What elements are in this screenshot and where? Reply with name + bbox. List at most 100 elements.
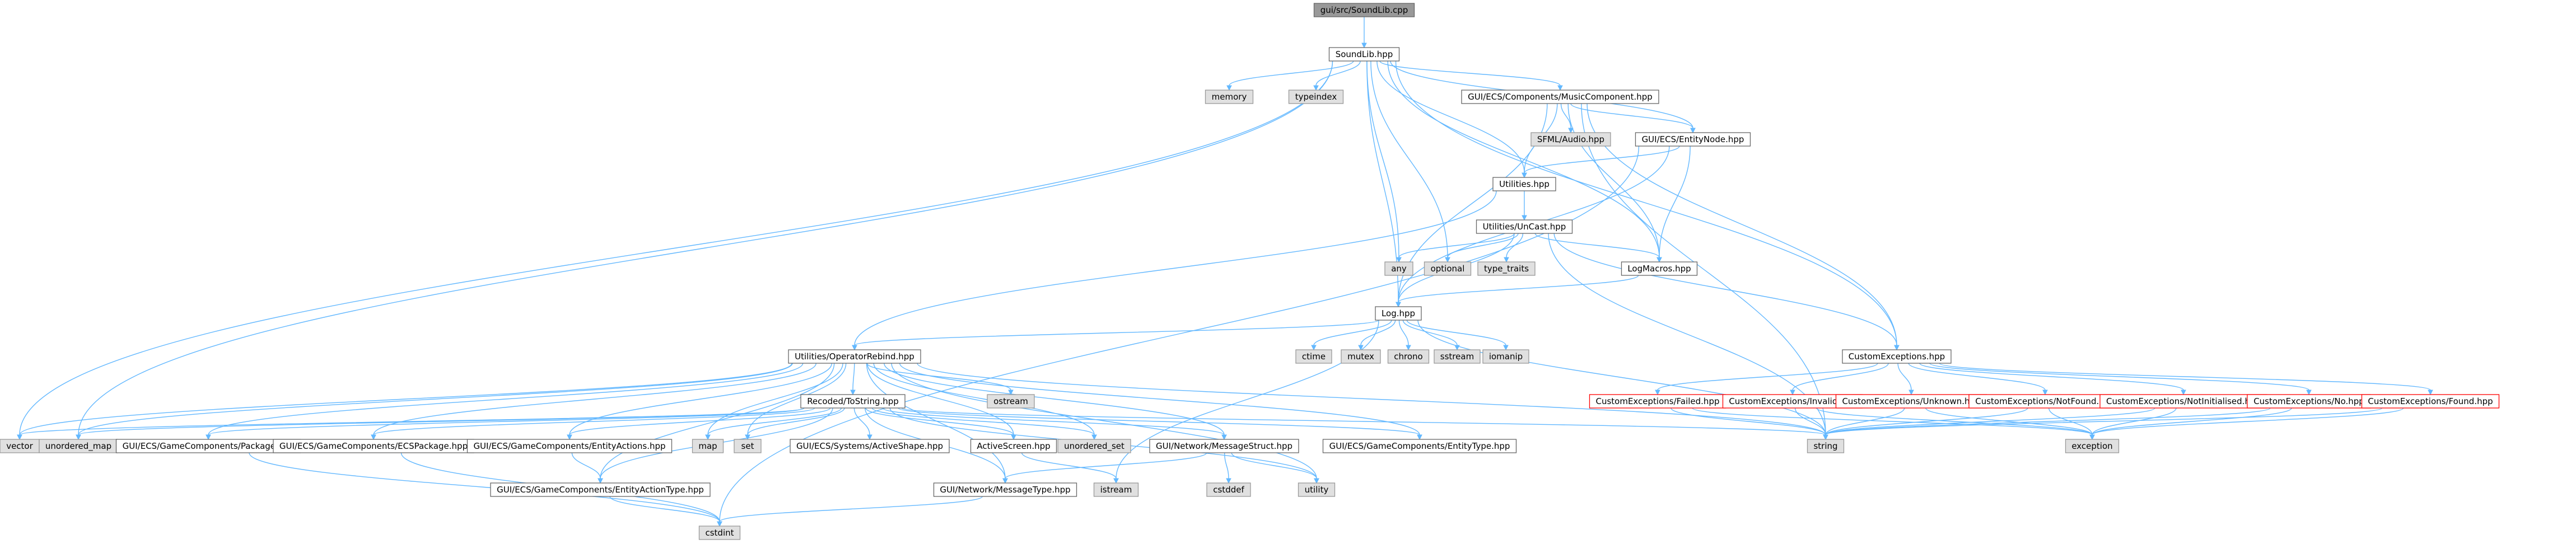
node-notfound: CustomExceptions/NotFound.hpp xyxy=(1968,394,2122,409)
edge-log-to-istream xyxy=(1113,320,1379,484)
node-vector: vector xyxy=(0,439,40,453)
node-entityactiontype: GUI/ECS/GameComponents/EntityActionType.… xyxy=(490,482,711,497)
node-sfml: SFML/Audio.hpp xyxy=(1530,132,1611,147)
node-ostream: ostream xyxy=(987,394,1035,409)
node-label-customexc: CustomExceptions.hpp xyxy=(1849,351,1945,362)
node-label-unknown: CustomExceptions/Unknown.hpp xyxy=(1842,396,1980,406)
node-messagetype: GUI/Network/MessageType.hpp xyxy=(933,482,1077,497)
edge-customexc-to-found xyxy=(1939,363,2433,396)
edge-messagestruct-to-utility xyxy=(1231,452,1319,484)
edge-soundlib-to-vector xyxy=(17,60,1333,440)
edge-utilities-to-unicast xyxy=(1522,191,1527,221)
node-map: map xyxy=(692,439,724,453)
node-customexc: CustomExceptions.hpp xyxy=(1842,349,1952,364)
node-label-log: Log.hpp xyxy=(1382,308,1415,318)
node-box-package xyxy=(115,439,301,453)
node-label-messagestruct: GUI/Network/MessageStruct.hpp xyxy=(1156,441,1292,451)
node-mutex: mutex xyxy=(1341,349,1381,364)
edge-soundlib-to-memory xyxy=(1226,60,1354,91)
edge-customexc-to-notinit xyxy=(1919,363,2186,396)
node-box-messagestruct xyxy=(1149,439,1299,453)
edge-logmacros-to-log xyxy=(1396,275,1639,308)
edge-log-to-chrono xyxy=(1398,320,1411,351)
edge-recoded-to-unordered_set xyxy=(871,407,1097,440)
node-label-entitytype: GUI/ECS/GameComponents/EntityType.hpp xyxy=(1329,441,1510,451)
node-label-found: CustomExceptions/Found.hpp xyxy=(2368,396,2493,406)
edge-unicast-to-type_traits xyxy=(1504,233,1524,263)
node-box-map xyxy=(692,439,724,453)
edge-entitynode-to-utilities xyxy=(1522,146,1680,179)
node-box-unordered_map xyxy=(39,439,118,453)
edge-opreb-to-recoded xyxy=(850,363,856,396)
edge-log-to-ctime xyxy=(1311,320,1392,351)
edge-unicast-to-any xyxy=(1396,233,1515,263)
node-box-sfml xyxy=(1530,132,1611,147)
node-label-mutex: mutex xyxy=(1347,351,1374,362)
node-label-unicast: Utilities/UnCast.hpp xyxy=(1483,222,1566,232)
edge-musiccomp-to-entitynode xyxy=(1570,103,1696,134)
node-label-musiccomp: GUI/ECS/Components/MusicComponent.hpp xyxy=(1468,92,1653,102)
node-type_traits: type_traits xyxy=(1477,261,1536,276)
node-label-chrono: chrono xyxy=(1394,351,1422,362)
node-unicast: Utilities/UnCast.hpp xyxy=(1476,219,1573,234)
node-box-cstddef xyxy=(1206,482,1251,497)
node-box-unicast xyxy=(1476,219,1573,234)
node-label-opreb: Utilities/OperatorRebind.hpp xyxy=(795,351,914,362)
node-no: CustomExceptions/No.hpp xyxy=(2247,394,2371,409)
edge-customexc-to-invalid xyxy=(1790,363,1889,396)
edge-found-to-exception xyxy=(2089,407,2404,440)
edge-log-to-mutex xyxy=(1358,320,1396,351)
node-box-musiccomp xyxy=(1461,90,1659,104)
node-box-recoded xyxy=(800,394,906,409)
node-label-notinit: CustomExceptions/NotInitialised.hpp xyxy=(2106,396,2261,406)
node-box-root xyxy=(1313,3,1415,17)
edge-soundlib-to-customexc xyxy=(1395,60,1900,351)
node-sstream: sstream xyxy=(1434,349,1481,364)
node-label-cstddef: cstddef xyxy=(1213,485,1244,495)
node-box-notfound xyxy=(1968,394,2122,409)
edge-soundlib-to-any xyxy=(1366,60,1402,263)
node-box-typeindex xyxy=(1288,90,1344,104)
node-label-map: map xyxy=(698,441,717,451)
node-utility: utility xyxy=(1298,482,1336,497)
node-label-memory: memory xyxy=(1212,92,1247,102)
node-label-entityactions: GUI/ECS/GameComponents/EntityActions.hpp xyxy=(473,441,665,451)
node-ecspackage: GUI/ECS/GameComponents/ECSPackage.hpp xyxy=(273,439,474,453)
edge-opreb-to-package xyxy=(206,363,804,440)
node-box-soundlib xyxy=(1328,47,1400,62)
node-label-utilities: Utilities.hpp xyxy=(1499,179,1550,189)
node-activeshape: GUI/ECS/Systems/ActiveShape.hpp xyxy=(790,439,950,453)
edge-soundlib-to-typeindex xyxy=(1313,60,1361,91)
node-typeindex: typeindex xyxy=(1288,90,1344,104)
edge-recoded-to-activescreen xyxy=(865,407,1016,440)
node-utilities: Utilities.hpp xyxy=(1492,177,1556,191)
edge-musiccomp-to-string xyxy=(1581,103,1828,440)
node-label-unordered_set: unordered_set xyxy=(1064,441,1124,452)
node-package: GUI/ECS/GameComponents/Package.hpp xyxy=(115,439,301,453)
node-label-invalid: CustomExceptions/Invalid.hpp xyxy=(1729,396,1856,406)
node-box-set xyxy=(734,439,762,453)
node-label-entitynode: GUI/ECS/EntityNode.hpp xyxy=(1642,134,1744,144)
edge-soundlib-to-unordered_map xyxy=(76,60,1333,440)
edge-unicast-to-logmacros xyxy=(1534,233,1662,263)
node-box-no xyxy=(2247,394,2371,409)
edge-recoded-to-activeshape xyxy=(853,407,872,440)
node-box-entitytype xyxy=(1322,439,1517,453)
node-label-notfound: CustomExceptions/NotFound.hpp xyxy=(1975,396,2115,406)
node-label-messagetype: GUI/Network/MessageType.hpp xyxy=(940,485,1070,495)
node-box-string xyxy=(1807,439,1845,453)
node-log: Log.hpp xyxy=(1375,306,1422,321)
node-box-optional xyxy=(1424,261,1472,276)
node-label-ctime: ctime xyxy=(1302,351,1326,362)
edge-recoded-to-entitytype xyxy=(898,407,1422,440)
node-box-entityactiontype xyxy=(490,482,711,497)
node-label-typeindex: typeindex xyxy=(1295,92,1337,102)
node-box-type_traits xyxy=(1477,261,1536,276)
node-memory: memory xyxy=(1205,90,1254,104)
node-box-iomanip xyxy=(1482,349,1529,364)
node-ctime: ctime xyxy=(1295,349,1332,364)
edge-entityactions-to-entityactiontype xyxy=(571,452,603,484)
node-label-logmacros: LogMacros.hpp xyxy=(1627,264,1691,274)
node-label-sstream: sstream xyxy=(1440,351,1474,362)
node-entityactions: GUI/ECS/GameComponents/EntityActions.hpp xyxy=(466,439,673,453)
